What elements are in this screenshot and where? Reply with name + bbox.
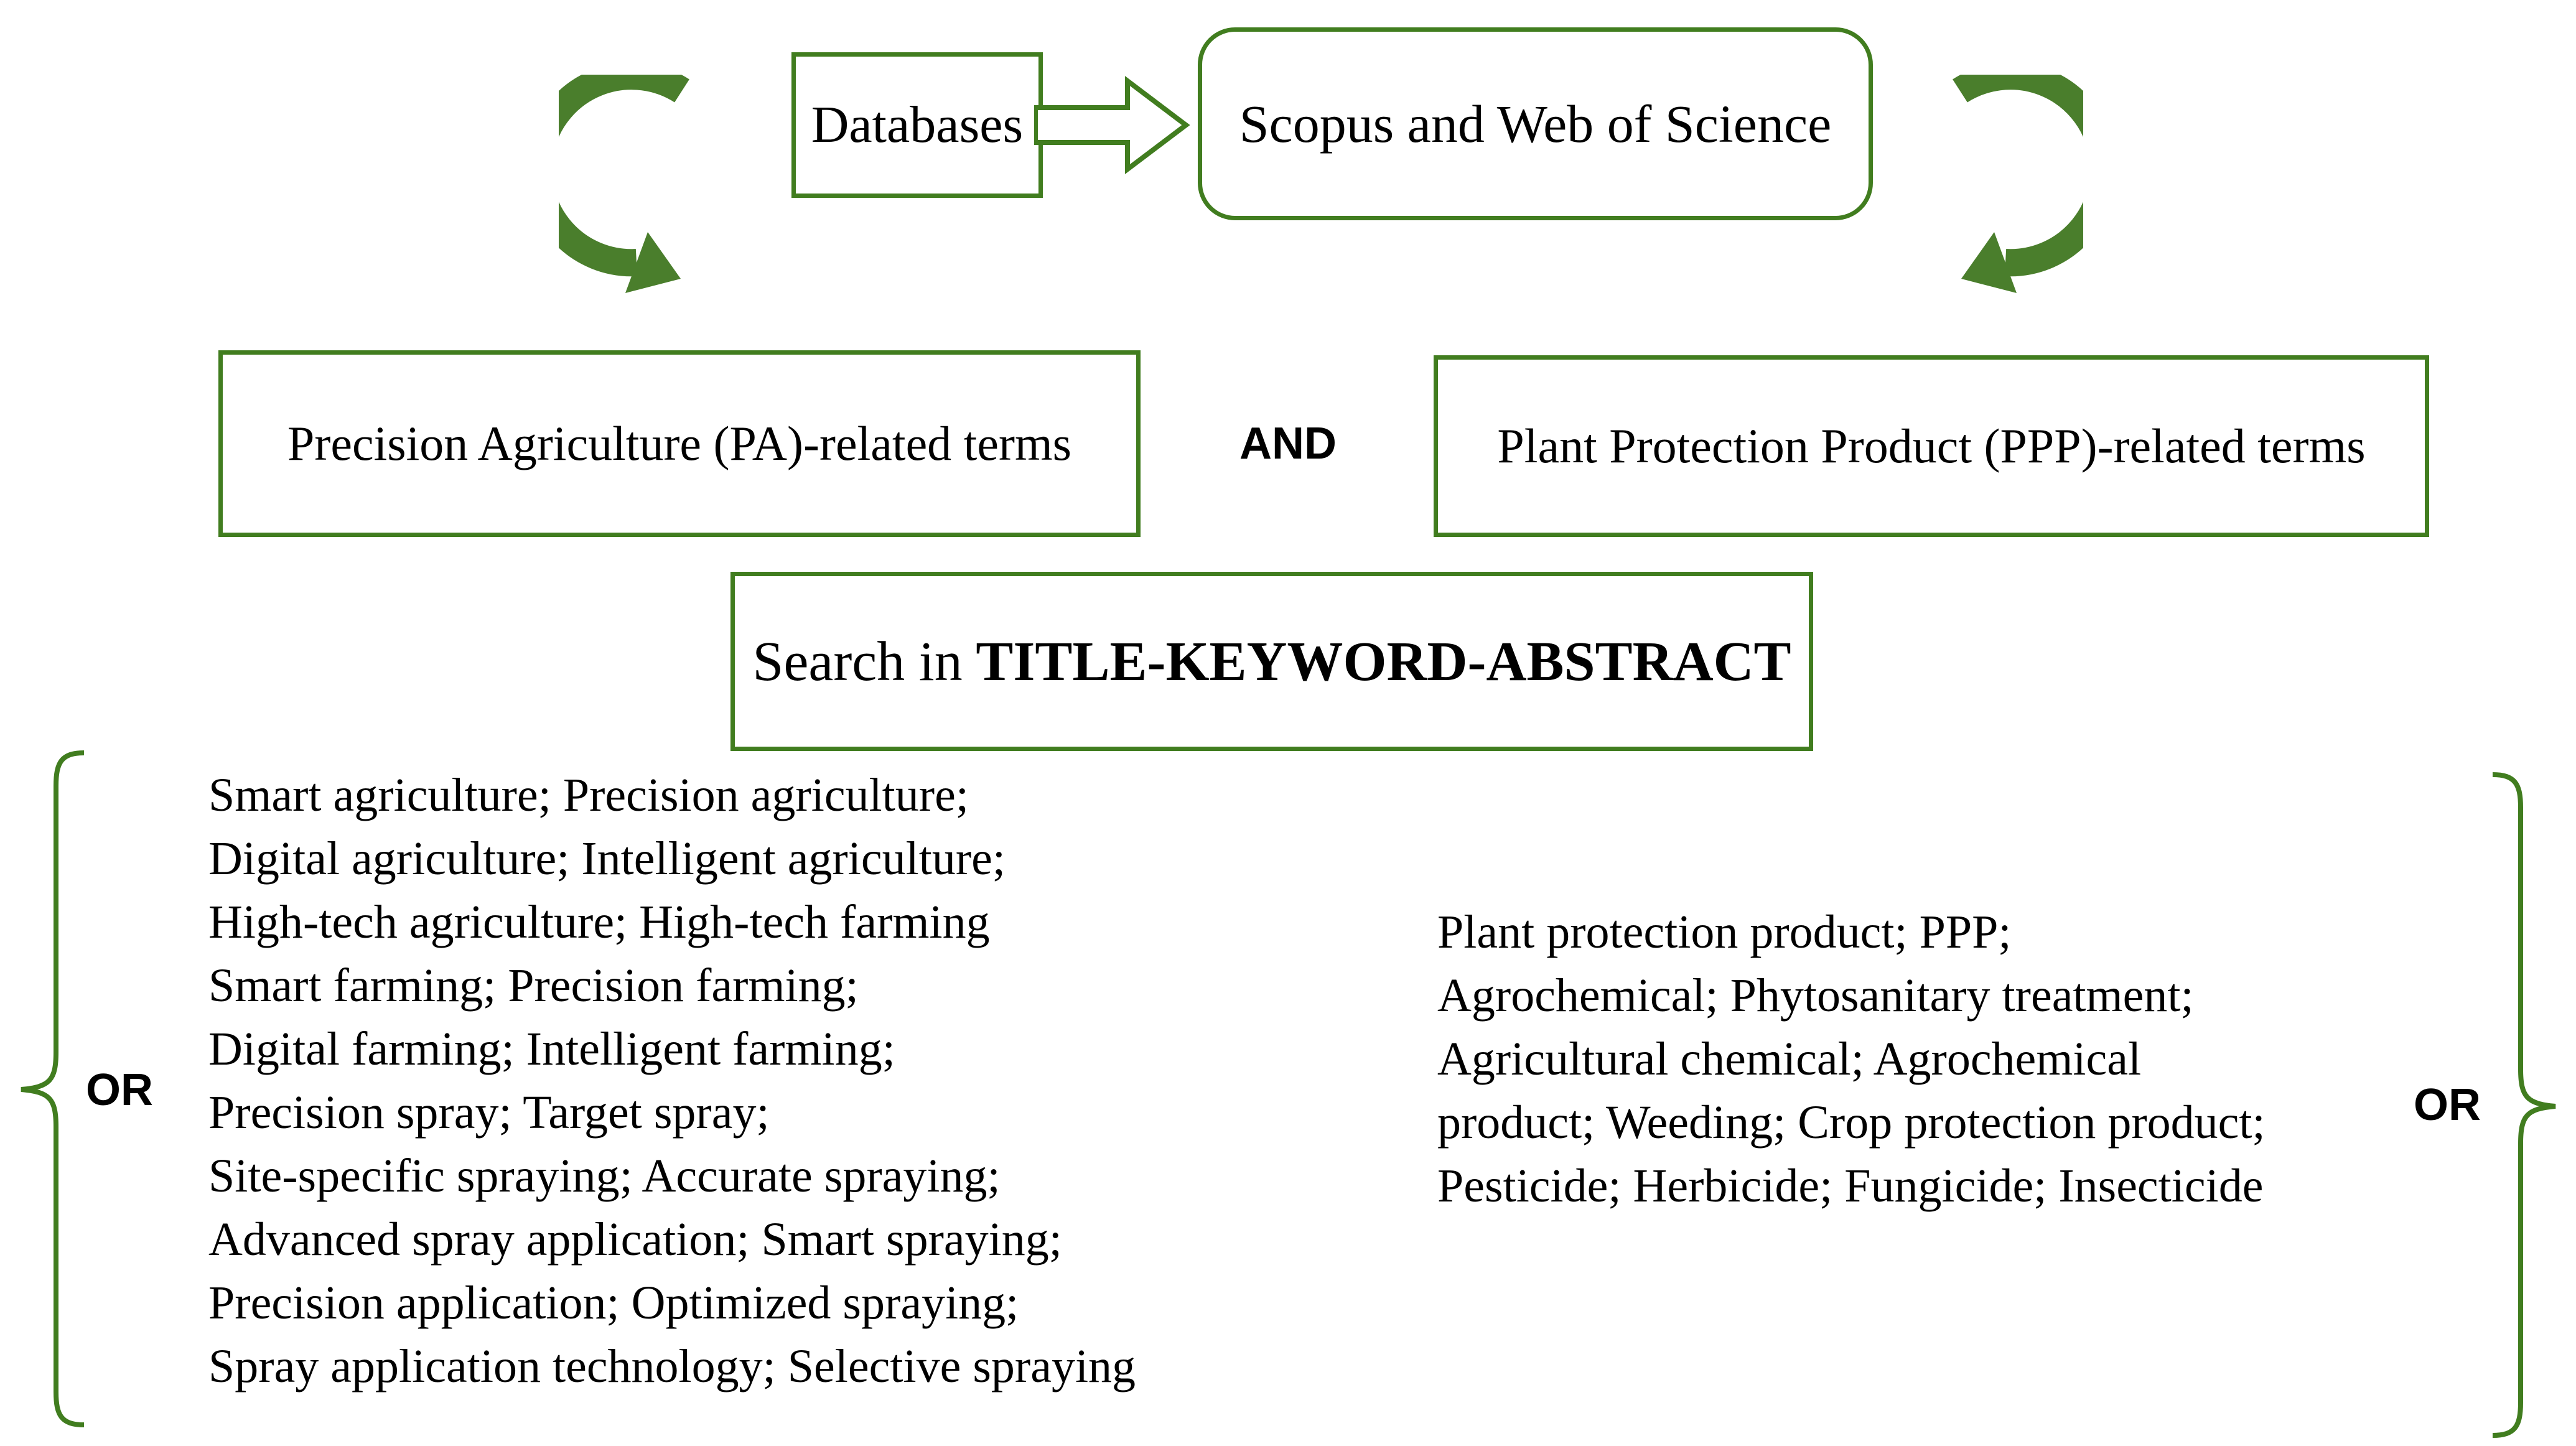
scopus-wos-label: Scopus and Web of Science — [1239, 93, 1832, 154]
pa-terms-list: Smart agriculture; Precision agriculture… — [208, 763, 1136, 1398]
pa-term-line: Precision spray; Target spray; — [208, 1086, 770, 1139]
databases-box: Databases — [791, 52, 1043, 198]
curly-brace-right-icon — [2492, 772, 2556, 1438]
pa-term-line: Smart agriculture; Precision agriculture… — [208, 769, 969, 821]
pa-term-line: Advanced spray application; Smart sprayi… — [208, 1213, 1062, 1266]
ppp-term-line: Agricultural chemical; Agrochemical — [1437, 1033, 2142, 1085]
curved-arrow-left-icon — [559, 75, 689, 293]
ppp-terms-box-label: Plant Protection Product (PPP)-related t… — [1497, 419, 2366, 473]
pa-term-line: Precision application; Optimized sprayin… — [208, 1277, 1019, 1329]
search-field-prefix: Search in — [752, 630, 963, 693]
right-block-arrow-icon — [1034, 75, 1190, 175]
curved-arrow-right-icon — [1953, 75, 2083, 293]
pa-term-line: Digital farming; Intelligent farming; — [208, 1023, 895, 1075]
search-field-bold: TITLE-KEYWORD-ABSTRACT — [976, 630, 1791, 693]
scopus-wos-box: Scopus and Web of Science — [1198, 27, 1873, 220]
ppp-term-line: product; Weeding; Crop protection produc… — [1437, 1096, 2266, 1149]
or-operator-right-label: OR — [2414, 1080, 2481, 1130]
pa-term-line: Spray application technology; Selective … — [208, 1340, 1136, 1392]
pa-term-line: Site-specific spraying; Accurate sprayin… — [208, 1150, 1001, 1202]
ppp-term-line: Pesticide; Herbicide; Fungicide; Insecti… — [1437, 1160, 2264, 1212]
and-operator-label: AND — [1239, 419, 1337, 469]
ppp-terms-box: Plant Protection Product (PPP)-related t… — [1434, 355, 2429, 537]
ppp-terms-list: Plant protection product; PPP; Agrochemi… — [1437, 900, 2266, 1218]
pa-term-line: Digital agriculture; Intelligent agricul… — [208, 833, 1006, 885]
pa-term-line: High-tech agriculture; High-tech farming — [208, 896, 990, 948]
ppp-term-line: Agrochemical; Phytosanitary treatment; — [1437, 969, 2194, 1022]
pa-terms-box-label: Precision Agriculture (PA)-related terms — [287, 416, 1071, 471]
pa-term-line: Smart farming; Precision farming; — [208, 959, 859, 1012]
curly-brace-left-icon — [21, 750, 85, 1427]
ppp-term-line: Plant protection product; PPP; — [1437, 906, 2012, 958]
databases-label: Databases — [811, 95, 1024, 154]
or-operator-left-label: OR — [86, 1065, 153, 1115]
pa-terms-box: Precision Agriculture (PA)-related terms — [218, 350, 1141, 537]
